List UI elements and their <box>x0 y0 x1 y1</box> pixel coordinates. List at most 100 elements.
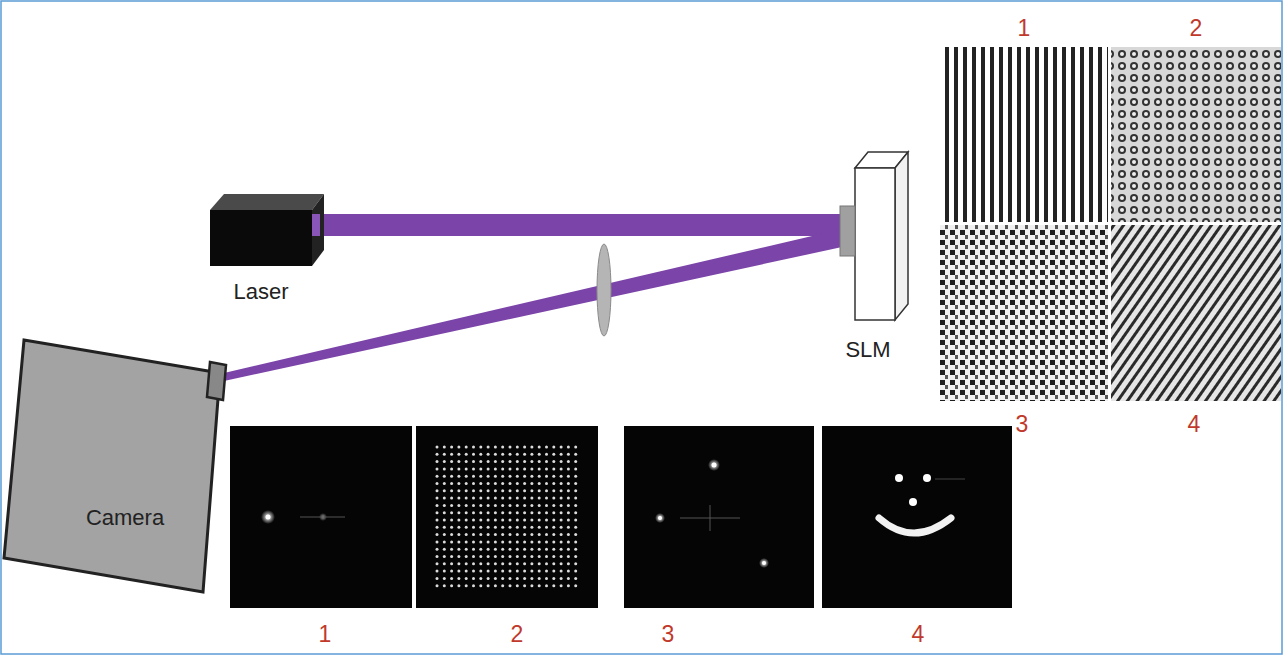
part-label: Camera <box>86 507 164 529</box>
spot <box>465 548 468 551</box>
spot <box>509 562 512 565</box>
spot <box>516 460 519 463</box>
spot <box>530 577 533 580</box>
spot <box>501 555 504 558</box>
camera-images <box>230 426 1012 608</box>
spot <box>465 482 468 485</box>
spot <box>560 533 563 536</box>
spot <box>538 475 541 478</box>
spot <box>487 489 490 492</box>
spot <box>450 533 453 536</box>
spot <box>465 511 468 514</box>
spot <box>552 526 555 529</box>
spot <box>436 475 439 478</box>
spot <box>479 453 482 456</box>
spot <box>501 446 504 449</box>
spot <box>436 467 439 470</box>
spot <box>516 533 519 536</box>
callout-number: 4 <box>912 623 925 646</box>
spot <box>552 577 555 580</box>
spot <box>523 562 526 565</box>
spot <box>457 467 460 470</box>
spot <box>552 446 555 449</box>
spot <box>450 497 453 500</box>
spot <box>523 482 526 485</box>
spot <box>443 511 446 514</box>
spot <box>457 482 460 485</box>
spot <box>530 504 533 507</box>
spot <box>479 475 482 478</box>
spot <box>443 475 446 478</box>
spot <box>457 489 460 492</box>
spot <box>552 533 555 536</box>
spot <box>465 446 468 449</box>
spot <box>479 446 482 449</box>
spot <box>450 446 453 449</box>
spot <box>494 489 497 492</box>
spot <box>443 489 446 492</box>
spot <box>545 446 548 449</box>
spot <box>479 533 482 536</box>
spot <box>516 453 519 456</box>
spot <box>465 526 468 529</box>
camera-body <box>4 340 226 592</box>
spot <box>509 519 512 522</box>
spot <box>567 511 570 514</box>
spot <box>465 489 468 492</box>
spot <box>574 460 577 463</box>
spot <box>487 526 490 529</box>
spot <box>509 533 512 536</box>
spot <box>494 555 497 558</box>
spot <box>516 540 519 543</box>
spot <box>450 540 453 543</box>
spot <box>567 460 570 463</box>
spot <box>574 584 577 587</box>
spot <box>472 555 475 558</box>
spot <box>479 467 482 470</box>
spot <box>560 555 563 558</box>
spot <box>465 540 468 543</box>
spot <box>436 562 439 565</box>
spot <box>479 482 482 485</box>
spot <box>523 540 526 543</box>
spot <box>494 577 497 580</box>
spot <box>574 482 577 485</box>
spot <box>487 562 490 565</box>
spot <box>516 555 519 558</box>
spot <box>436 540 439 543</box>
spot <box>457 460 460 463</box>
spot <box>523 453 526 456</box>
spot <box>472 570 475 573</box>
spot <box>450 467 453 470</box>
callout-number: 4 <box>1188 413 1201 436</box>
spot <box>574 511 577 514</box>
spot <box>479 460 482 463</box>
spot <box>443 562 446 565</box>
spot <box>552 562 555 565</box>
spot <box>516 497 519 500</box>
spot <box>538 540 541 543</box>
spot <box>479 570 482 573</box>
spot <box>494 453 497 456</box>
spot <box>552 504 555 507</box>
spot <box>443 533 446 536</box>
spot <box>494 519 497 522</box>
spot <box>457 540 460 543</box>
spot <box>494 504 497 507</box>
spot <box>552 555 555 558</box>
spot <box>567 467 570 470</box>
spot <box>472 489 475 492</box>
spot <box>530 555 533 558</box>
spot <box>530 570 533 573</box>
spot <box>523 511 526 514</box>
spot <box>472 497 475 500</box>
spot <box>479 519 482 522</box>
spot <box>574 526 577 529</box>
spot <box>516 526 519 529</box>
spot <box>472 548 475 551</box>
spot <box>516 504 519 507</box>
spot <box>538 533 541 536</box>
spot <box>487 467 490 470</box>
spot <box>487 511 490 514</box>
spot <box>501 584 504 587</box>
